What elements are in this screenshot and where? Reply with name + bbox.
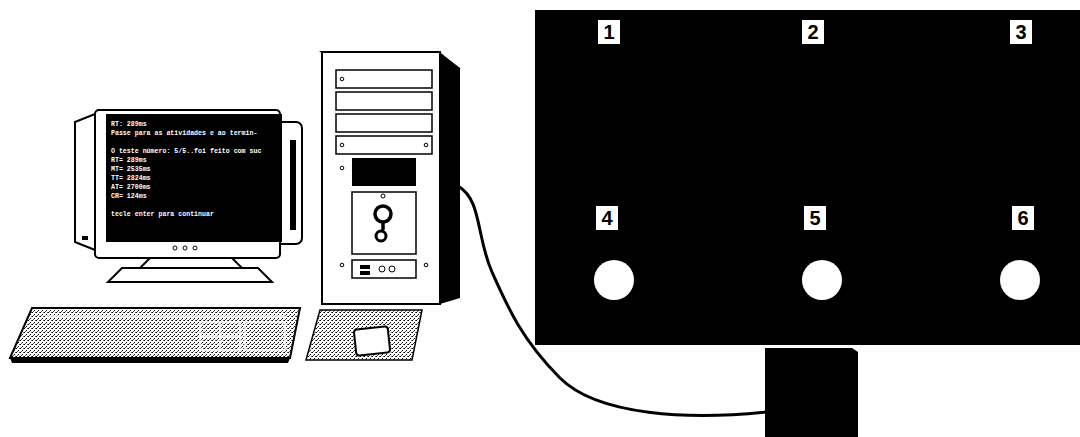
- screen-text: MT= 2535ms: [111, 165, 277, 174]
- led: [381, 194, 385, 198]
- callout-number: 2: [802, 20, 824, 44]
- usb-port: [360, 265, 370, 269]
- callout-label: 2: [807, 21, 818, 44]
- callout-number: 6: [1012, 206, 1034, 230]
- callout-label: 1: [603, 21, 614, 44]
- tower-display: [352, 158, 416, 186]
- callout-label: 6: [1017, 207, 1028, 230]
- tower-side: [438, 52, 460, 304]
- screw: [340, 166, 344, 170]
- monitor-neck: [140, 258, 242, 268]
- numpad: [245, 322, 285, 350]
- key-block: [200, 322, 240, 350]
- callout-number: 3: [1010, 20, 1032, 44]
- mouse-pad: [306, 310, 422, 360]
- mouse: [306, 310, 422, 360]
- audio-port: [389, 266, 395, 272]
- response-button: [802, 260, 842, 300]
- screw: [424, 143, 428, 147]
- tower-panel: [352, 192, 416, 254]
- monitor-screen: RT: 289msPasse para as atividades e ao t…: [108, 116, 280, 240]
- key-row: [45, 315, 285, 317]
- keyboard-edge: [10, 358, 290, 363]
- audio-port: [379, 266, 385, 272]
- key-row: [219, 322, 221, 350]
- callout-label: 5: [809, 207, 820, 230]
- crt-monitor: [75, 110, 302, 282]
- screen-text: RT: 289ms: [111, 120, 277, 129]
- keyboard-body: [10, 308, 300, 358]
- screw: [340, 77, 344, 81]
- monitor-mark: [82, 236, 88, 240]
- monitor-base: [108, 268, 272, 282]
- drive-bay: [336, 114, 432, 132]
- screw: [424, 263, 428, 267]
- computer-tower: [322, 52, 460, 304]
- screen-text: Passe para as atividades e ao termin-: [111, 129, 277, 138]
- screen-text: AT= 2700ms: [111, 183, 277, 192]
- power-symbol: [381, 222, 385, 230]
- monitor-side: [75, 114, 95, 250]
- callout-number: 4: [596, 206, 618, 230]
- monitor-vent: [290, 140, 296, 230]
- screen-text: O teste número: 5/5..foi feito com suc: [111, 147, 277, 156]
- callout-number: 1: [598, 20, 620, 44]
- tower-front: [322, 52, 440, 304]
- power-symbol: [376, 231, 386, 241]
- monitor-button: [183, 246, 187, 250]
- screw: [340, 143, 344, 147]
- screen-text: CR= 124ms: [111, 192, 277, 201]
- monitor-button: [193, 246, 197, 250]
- drive-bay: [336, 92, 432, 110]
- callout-number: 5: [804, 206, 826, 230]
- screen-text: RT= 289ms: [111, 156, 277, 165]
- response-button: [594, 260, 634, 300]
- callout-label: 3: [1015, 21, 1026, 44]
- usb-port: [360, 271, 370, 275]
- monitor-bezel: [95, 110, 280, 258]
- screen-frame: [106, 114, 282, 242]
- drive-bay: [336, 136, 432, 154]
- panel-board: [535, 10, 1080, 345]
- screw: [340, 263, 344, 267]
- keyboard: [10, 308, 300, 363]
- mouse-body: [354, 326, 391, 355]
- callout-label: 4: [601, 207, 612, 230]
- screen-text: TT= 2824ms: [111, 174, 277, 183]
- port-panel: [352, 260, 416, 278]
- power-symbol: [375, 206, 391, 222]
- interface-box: [765, 348, 858, 437]
- response-button: [1000, 260, 1040, 300]
- monitor-button: [173, 246, 177, 250]
- drive-bay: [336, 70, 432, 88]
- response-panel: [535, 10, 1080, 437]
- screen-text: tecle enter para continuar: [111, 210, 277, 219]
